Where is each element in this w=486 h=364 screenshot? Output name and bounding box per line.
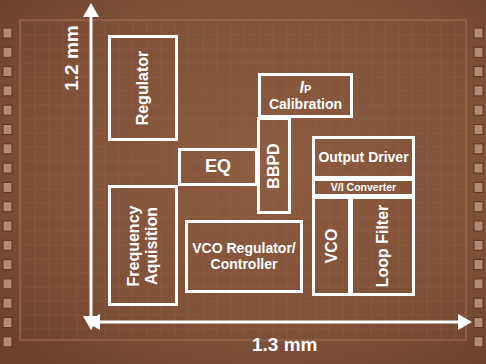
bond-pad [474, 105, 483, 115]
circuit-block: Loop Filter [350, 196, 415, 296]
bond-pad [474, 144, 483, 154]
circuit-block: V/I Converter [312, 178, 415, 197]
dimension-label: 1.2 mm [61, 25, 83, 90]
bond-pad [474, 318, 483, 328]
block-label: EQ [184, 157, 252, 177]
bond-pad [3, 163, 12, 173]
bond-pad [474, 67, 483, 77]
bond-pad [474, 298, 483, 308]
bond-pad [474, 47, 483, 57]
circuit-block: EQ [178, 148, 258, 186]
block-label: IP [264, 79, 347, 97]
bond-pad [474, 163, 483, 173]
bond-pad [3, 337, 12, 347]
bond-pad [474, 125, 483, 135]
bond-pad [3, 240, 12, 250]
bond-pad [474, 221, 483, 231]
circuit-block: Frequency Aquisition [108, 185, 178, 306]
bond-pad [474, 260, 483, 270]
circuit-block: VCO [312, 196, 351, 296]
block-label: VCO [323, 203, 341, 289]
bond-pad [3, 47, 12, 57]
bond-pad [3, 298, 12, 308]
bond-pad [474, 182, 483, 192]
bond-pad [3, 318, 12, 328]
circuit-block: VCO Regulator/ Controller [185, 220, 303, 293]
dimension-label: 1.3 mm [252, 334, 317, 356]
circuit-block: Output Driver [312, 136, 415, 179]
bond-pad [474, 28, 483, 38]
dimension-arrows [83, 3, 472, 330]
bond-pad [3, 28, 12, 38]
bond-pad [3, 144, 12, 154]
bond-pad [3, 105, 12, 115]
bond-pad [3, 86, 12, 96]
block-label: V/I Converter [318, 182, 409, 194]
bond-pad [3, 279, 12, 289]
bond-pad [474, 337, 483, 347]
bond-pad [3, 67, 12, 77]
circuit-block: BBPD [257, 117, 291, 214]
block-label: Frequency Aquisition [125, 192, 160, 299]
block-label: Regulator [134, 42, 152, 134]
block-label: Loop Filter [374, 203, 392, 289]
block-label: BBPD [265, 124, 283, 207]
block-label: Calibration [264, 97, 347, 112]
bond-pad [3, 202, 12, 212]
bond-pad [3, 260, 12, 270]
circuit-block: Regulator [108, 35, 178, 141]
block-label: VCO Regulator/ Controller [191, 241, 297, 272]
bond-pad [474, 240, 483, 250]
circuit-block: IPCalibration [258, 73, 353, 118]
bond-pad [474, 202, 483, 212]
bond-pad [3, 221, 12, 231]
bond-pad [3, 125, 12, 135]
bond-pad [474, 279, 483, 289]
bond-pad [3, 182, 12, 192]
bond-pad [474, 86, 483, 96]
block-label: Output Driver [318, 150, 409, 165]
